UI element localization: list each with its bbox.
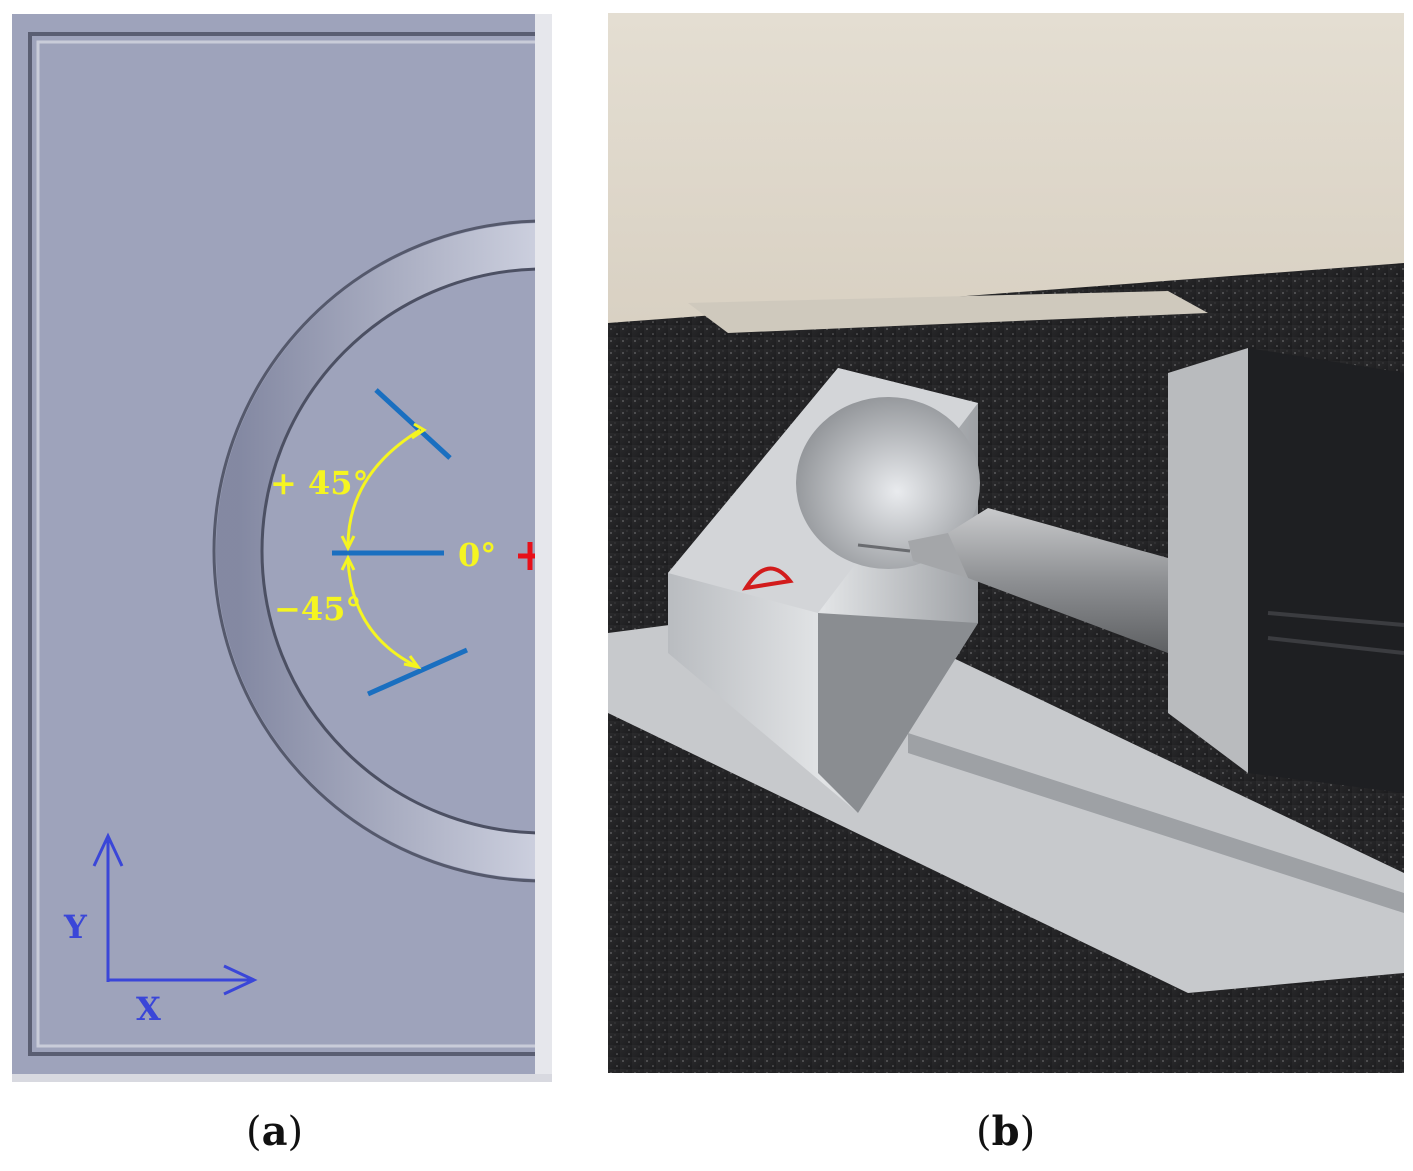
ledge bbox=[688, 291, 1208, 333]
motor-ridge-1 bbox=[1267, 611, 1405, 627]
arc-minus45 bbox=[346, 559, 417, 668]
label-minus45: −45° bbox=[274, 590, 361, 628]
photo-measuring-probe-in-aluminium-fixture bbox=[608, 13, 1405, 1073]
arrowhead-plus45 bbox=[411, 422, 427, 440]
caption-a: (a) bbox=[246, 1108, 304, 1155]
motor-faceplate bbox=[1168, 348, 1248, 773]
arrowhead-origin-bottom bbox=[340, 554, 356, 571]
axis-y-label: Y bbox=[63, 908, 88, 946]
hemispherical-bowl bbox=[796, 397, 980, 569]
photo-panel bbox=[608, 13, 1405, 1073]
cad-view-drawing: + 45° 0° −45° Y X bbox=[12, 14, 552, 1082]
frame-inner bbox=[36, 40, 535, 1048]
cad-background bbox=[12, 14, 535, 1082]
cad-bottom-strip bbox=[12, 1074, 552, 1082]
rail-groove bbox=[908, 733, 1404, 913]
label-plus45: + 45° bbox=[270, 464, 368, 502]
axis-x-arrow bbox=[223, 964, 258, 996]
ring-inner-edge bbox=[260, 267, 535, 835]
fixture-side bbox=[818, 613, 978, 813]
ring-groove bbox=[216, 223, 535, 879]
arc-plus45 bbox=[346, 428, 421, 547]
cad-view-panel: + 45° 0° −45° Y X bbox=[12, 14, 552, 1082]
frame-outer bbox=[28, 32, 535, 1056]
probe-tip-holder bbox=[908, 533, 968, 578]
probe-position-plus45 bbox=[374, 388, 452, 460]
caption-b: (b) bbox=[976, 1108, 1036, 1155]
arrowhead-origin-top bbox=[340, 535, 356, 552]
probe-position-minus45 bbox=[366, 647, 469, 697]
probe-shaft bbox=[948, 508, 1168, 653]
axis-x-label: X bbox=[136, 990, 161, 1028]
motor-ridge-2 bbox=[1267, 636, 1405, 655]
axis-y-arrow bbox=[92, 832, 124, 867]
label-0deg: 0° bbox=[458, 536, 496, 574]
arrowhead-minus45 bbox=[403, 655, 422, 670]
red-marking bbox=[741, 566, 794, 591]
stylus bbox=[857, 543, 911, 553]
ring-outer-edge bbox=[212, 219, 535, 883]
